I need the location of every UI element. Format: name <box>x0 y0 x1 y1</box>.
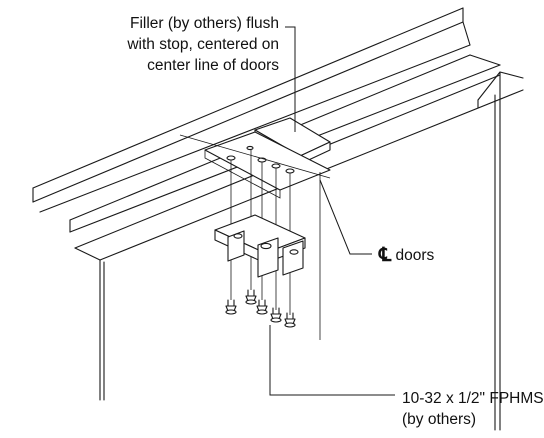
screw <box>225 299 237 315</box>
filler-callout: Filler (by others) flush with stop, cent… <box>127 13 279 76</box>
fphms-screws <box>225 289 296 328</box>
screw-callout: 10-32 x 1/2" FPHMS (by others) <box>402 388 544 430</box>
pivot-bracket <box>214 214 306 278</box>
centerline-leader <box>319 179 372 255</box>
screw <box>284 312 296 328</box>
screw <box>270 307 282 323</box>
mounting-plate <box>204 131 331 199</box>
centerline-text: doors <box>395 247 435 264</box>
filler-leader <box>285 26 296 132</box>
left-door-edge <box>99 259 105 401</box>
filler-callout-line3: center line of doors <box>147 57 279 74</box>
filler-callout-line2: with stop, centered on <box>127 36 279 53</box>
screw <box>245 289 257 305</box>
centerline-symbol: ℄ <box>379 245 392 266</box>
filler-callout-line1: Filler (by others) flush <box>129 15 279 32</box>
centerline-callout: ℄ doors <box>379 244 434 266</box>
screw-leader <box>269 325 395 396</box>
screw-callout-line1: 10-32 x 1/2" FPHMS <box>402 390 544 407</box>
screw-callout-line2: (by others) <box>402 411 477 428</box>
right-jamb <box>477 71 524 431</box>
screw <box>256 299 268 315</box>
leader-lines <box>269 26 395 396</box>
center-line <box>179 134 331 340</box>
isometric-header-drawing <box>32 7 524 431</box>
door-header-installation-diagram: Filler (by others) flush with stop, cent… <box>32 7 544 431</box>
